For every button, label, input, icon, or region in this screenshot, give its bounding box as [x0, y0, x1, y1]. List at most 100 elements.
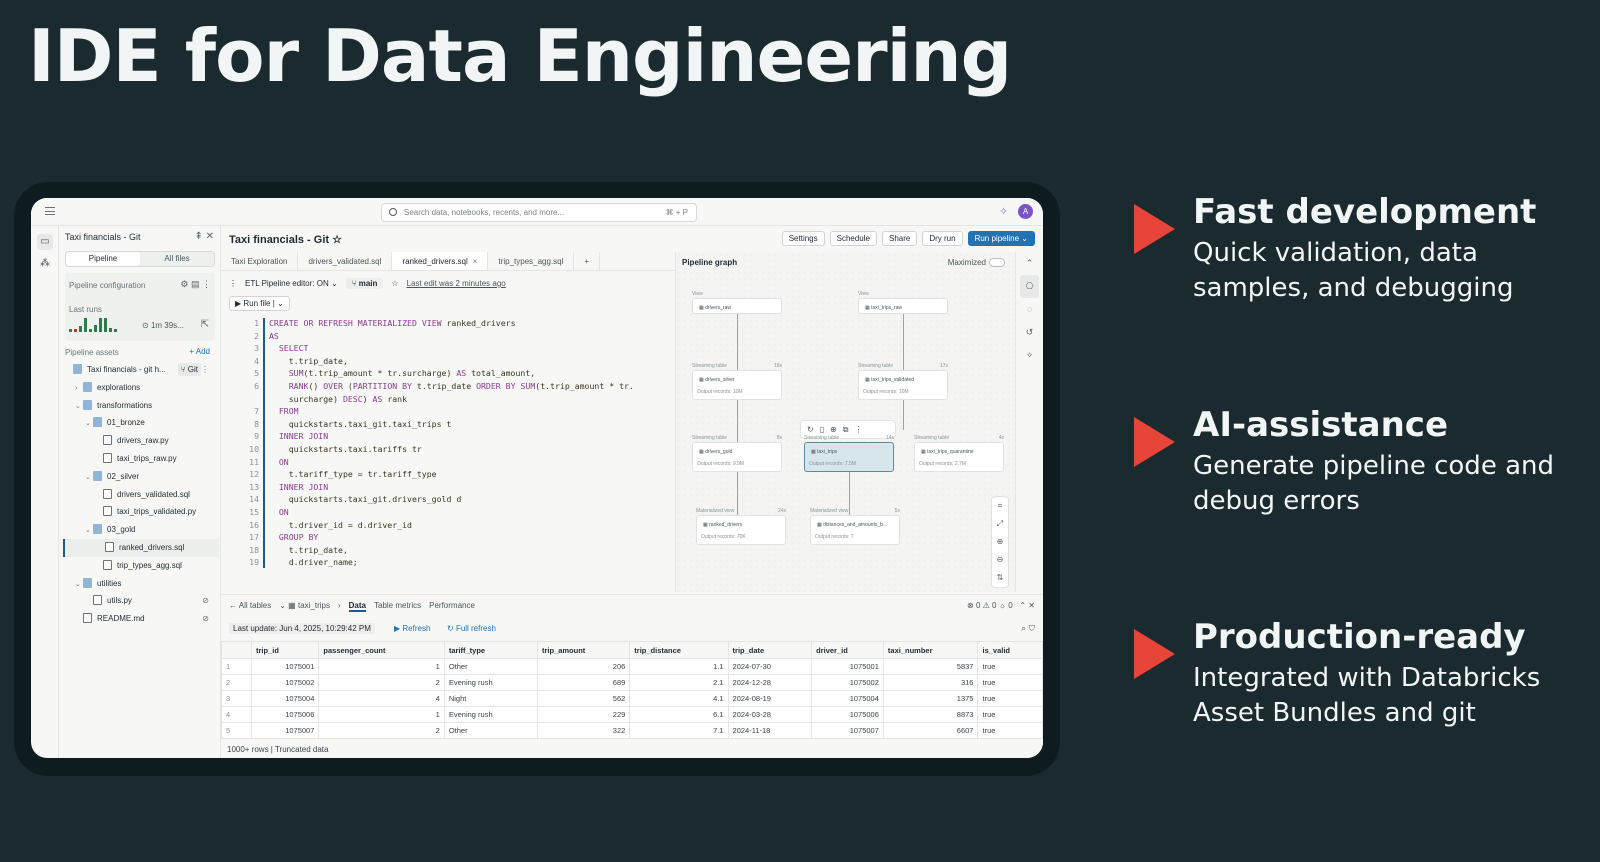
- external-link-icon[interactable]: ⇱: [200, 319, 209, 330]
- tree-item[interactable]: ⌄01_bronze: [85, 417, 145, 428]
- search-filter-icons[interactable]: ⌕ ⛉: [1020, 623, 1035, 633]
- code-line[interactable]: quickstarts.taxi_git.drivers_gold d: [269, 494, 462, 505]
- star-icon[interactable]: ☆: [332, 234, 342, 246]
- avatar[interactable]: A: [1018, 204, 1033, 219]
- tree-item[interactable]: ⌄utilities: [75, 577, 122, 588]
- git-badge[interactable]: ⑂ Git: [177, 363, 201, 376]
- code-line[interactable]: surcharge) DESC) AS rank: [269, 393, 408, 404]
- back-to-tables[interactable]: ← All tables: [229, 601, 272, 610]
- history-icon[interactable]: ↺: [1025, 327, 1034, 337]
- settings-button[interactable]: Settings: [781, 231, 825, 246]
- column-header[interactable]: tariff_type: [443, 641, 538, 659]
- code-line[interactable]: quickstarts.taxi.tariffs tr: [269, 444, 422, 454]
- code-line[interactable]: ON: [278, 456, 289, 467]
- node-toolbar[interactable]: ↻▯⊕⧉⋮: [800, 420, 896, 439]
- code-line[interactable]: CREATE OR REFRESH MATERIALIZED VIEW rank…: [269, 318, 516, 328]
- code-line[interactable]: INNER JOIN: [278, 481, 329, 492]
- tab-performance[interactable]: Performance: [429, 601, 475, 610]
- column-header[interactable]: trip_date: [727, 641, 813, 659]
- code-line[interactable]: RANK() OVER (PARTITION BY t.trip_date OR…: [288, 381, 634, 391]
- status-counts[interactable]: ⊗ 0 ⚠ 0 ☼ 0 ⌃ ✕: [967, 601, 1035, 610]
- tree-item[interactable]: ⌄transformations: [75, 399, 153, 410]
- config-label[interactable]: Pipeline configuration: [69, 281, 146, 290]
- tab-trip-types-agg[interactable]: trip_types_agg.sql: [488, 252, 575, 270]
- code-line[interactable]: GROUP BY: [278, 532, 319, 543]
- code-line[interactable]: INNER JOIN: [278, 431, 329, 442]
- zoom-controls[interactable]: ⌗⤢⊕⊖⇅: [991, 496, 1009, 588]
- code-line[interactable]: t.trip_date,: [269, 544, 348, 555]
- graph-node[interactable]: ▦ distances_and_amounts_b...Output recor…: [810, 515, 900, 545]
- sparkle-icon[interactable]: ✧: [1025, 350, 1034, 360]
- menu-icon[interactable]: [45, 207, 55, 215]
- code-line[interactable]: SELECT: [278, 343, 309, 354]
- code-line[interactable]: quickstarts.taxi_git.taxi_trips t: [269, 418, 452, 429]
- search-input[interactable]: Search data, notebooks, recents, and mor…: [381, 203, 697, 222]
- column-header[interactable]: trip_distance: [629, 641, 729, 659]
- refresh-button[interactable]: ▶ Refresh: [394, 624, 431, 633]
- tab-ranked-drivers[interactable]: ranked_drivers.sql×: [392, 252, 489, 270]
- run-file-button[interactable]: ▶ Run file | ⌄: [229, 296, 290, 311]
- dry-run-button[interactable]: Dry run: [922, 231, 963, 246]
- maximized-toggle[interactable]: Maximized: [948, 258, 1005, 267]
- tab-data[interactable]: Data: [348, 601, 366, 612]
- gear-schedule-more-icons[interactable]: ⚙ ▤ ⋮: [180, 279, 211, 289]
- tree-item[interactable]: ⌄02_silver: [85, 470, 140, 481]
- tree-item[interactable]: README.md⊘: [63, 610, 219, 628]
- new-tab-button[interactable]: +: [574, 252, 601, 270]
- branch-badge[interactable]: ⑂ main: [345, 278, 384, 289]
- code-line[interactable]: d.driver_name;: [269, 557, 358, 568]
- tree-item[interactable]: taxi_trips_raw.py: [63, 450, 219, 468]
- column-header[interactable]: trip_amount: [536, 641, 631, 659]
- assistant-icon[interactable]: ✧: [999, 206, 1009, 218]
- share-button[interactable]: Share: [881, 231, 918, 246]
- tab-drivers-validated[interactable]: drivers_validated.sql: [298, 252, 393, 270]
- tree-item[interactable]: taxi_trips_validated.py: [63, 503, 219, 521]
- column-header[interactable]: trip_id: [250, 641, 320, 659]
- tree-item[interactable]: utils.py⊘: [63, 592, 219, 610]
- tree-item[interactable]: Taxi financials - git h...⑂ Git⋮: [63, 361, 219, 379]
- code-line[interactable]: t.tariff_type = tr.tariff_type: [269, 469, 437, 480]
- tree-item[interactable]: ›explorations: [75, 381, 141, 392]
- code-line[interactable]: t.trip_date,: [269, 355, 348, 366]
- graph-node[interactable]: ▦ drivers_raw: [692, 298, 782, 314]
- last-edit-link[interactable]: Last edit was 2 minutes ago: [406, 279, 506, 288]
- more-icon[interactable]: ⋮: [229, 279, 237, 288]
- graph-node[interactable]: ▦ taxi_trips_raw: [858, 298, 948, 314]
- pipeline-graph[interactable]: Pipeline graph Maximized ↻▯⊕⧉⋮ ⌗⤢⊕⊖⇅ Vie…: [675, 252, 1015, 592]
- column-header[interactable]: [221, 641, 252, 659]
- folder-icon[interactable]: ▭: [37, 234, 53, 250]
- schedule-button[interactable]: Schedule: [829, 231, 877, 246]
- project-name[interactable]: Taxi financials - Git: [65, 232, 141, 242]
- run-pipeline-button[interactable]: Run pipeline ⌄: [967, 231, 1035, 246]
- tab-table-metrics[interactable]: Table metrics: [374, 601, 422, 610]
- tree-item[interactable]: drivers_validated.sql: [63, 486, 219, 504]
- tree-item[interactable]: ⌄03_gold: [85, 524, 136, 535]
- full-refresh-button[interactable]: ↻ Full refresh: [447, 624, 496, 633]
- last-runs-chart[interactable]: [69, 318, 117, 332]
- collapse-close-icons[interactable]: ⇞ ✕: [194, 231, 214, 242]
- code-line[interactable]: ON: [278, 507, 289, 517]
- shapes-icon[interactable]: ⁂: [40, 258, 50, 269]
- chevron-up-icon[interactable]: ⌃: [1025, 258, 1034, 268]
- code-line[interactable]: SUM(t.trip_amount * tr.surcharge) AS tot…: [288, 368, 536, 379]
- graph-icon[interactable]: ⎔: [1020, 275, 1039, 298]
- table-selector[interactable]: ⌄ ▦ taxi_trips: [279, 601, 330, 610]
- tab-pipeline[interactable]: Pipeline: [66, 252, 140, 266]
- code-line[interactable]: AS: [269, 330, 279, 341]
- tree-item[interactable]: drivers_raw.py: [63, 432, 219, 450]
- tab-taxi-exploration[interactable]: Taxi Exploration: [221, 252, 299, 270]
- tree-item[interactable]: trip_types_agg.sql: [63, 557, 219, 575]
- tree-item[interactable]: ranked_drivers.sql: [63, 538, 219, 557]
- add-button[interactable]: + Add: [189, 347, 210, 356]
- column-header[interactable]: is_valid: [977, 641, 1043, 659]
